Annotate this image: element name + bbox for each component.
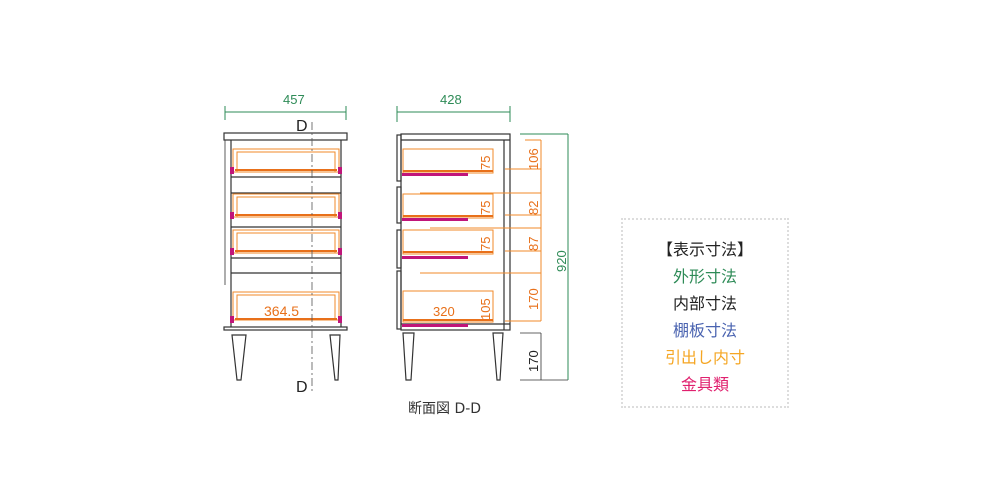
front-view bbox=[223, 106, 348, 392]
section-mark-bottom: D bbox=[296, 379, 308, 396]
width-label: 457 bbox=[283, 92, 305, 107]
drawer-height-label: 75 bbox=[478, 237, 493, 251]
dimension-legend: 【表示寸法】 外形寸法 内部寸法 棚板寸法 引出し内寸 金具類 bbox=[621, 218, 789, 408]
interior-height-label: 87 bbox=[526, 237, 541, 251]
interior-height-label: 106 bbox=[526, 148, 541, 170]
section-caption: 断面図 D-D bbox=[408, 401, 481, 417]
drawer-height-label: 105 bbox=[478, 298, 493, 320]
drawer-height-label: 75 bbox=[478, 156, 493, 170]
top-plate bbox=[223, 132, 348, 141]
leg bbox=[231, 334, 247, 381]
interior-height-label: 170 bbox=[526, 288, 541, 310]
side-view bbox=[396, 106, 569, 381]
drawer-inner-width-label: 364.5 bbox=[264, 303, 299, 319]
depth-label: 428 bbox=[440, 92, 462, 107]
legend-item-shelf: 棚板寸法 bbox=[672, 321, 737, 340]
legend-item-drawer: 引出し内寸 bbox=[664, 348, 745, 367]
section-mark-top: D bbox=[296, 118, 308, 135]
leg-height-label: 170 bbox=[526, 350, 541, 372]
width-dimension bbox=[224, 106, 347, 120]
drawer-inner-depth-label: 320 bbox=[433, 304, 455, 319]
legend-title: 【表示寸法】 bbox=[656, 240, 753, 259]
drawer-height-label: 75 bbox=[478, 201, 493, 215]
total-height-label: 920 bbox=[554, 250, 569, 272]
hardware-marks bbox=[230, 167, 342, 323]
leg bbox=[329, 334, 341, 381]
legend-item-inner: 内部寸法 bbox=[672, 294, 737, 313]
legend-item-hardware: 金具類 bbox=[680, 375, 729, 394]
interior-height-label: 82 bbox=[526, 201, 541, 215]
legend-item-outer: 外形寸法 bbox=[672, 267, 737, 286]
